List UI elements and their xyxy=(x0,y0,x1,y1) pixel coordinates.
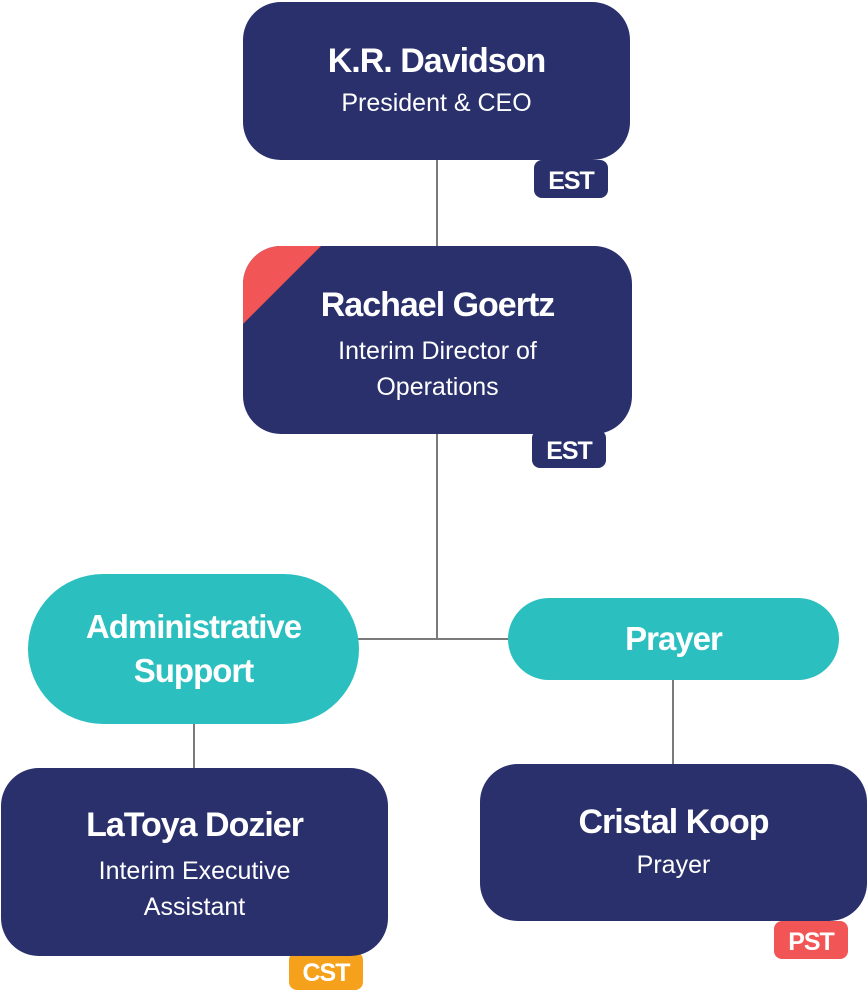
person-role-line: Operations xyxy=(376,373,499,402)
org-card-ceo[interactable]: K.R. Davidson President & CEO xyxy=(243,2,630,160)
connector-branch-horizontal xyxy=(358,638,508,640)
timezone-label: EST xyxy=(546,437,593,465)
timezone-label: CST xyxy=(302,959,351,987)
person-role: Prayer xyxy=(636,850,711,879)
org-card-prayer[interactable]: Cristal Koop Prayer xyxy=(480,764,867,921)
timezone-label: PST xyxy=(788,928,835,956)
timezone-label: EST xyxy=(548,167,595,195)
person-name: Rachael Goertz xyxy=(320,285,556,324)
timezone-badge-ops: EST xyxy=(532,430,606,468)
group-pill-administrative-support[interactable]: Administrative Support xyxy=(28,574,359,724)
person-role: Interim Director of Operations xyxy=(338,333,537,405)
connector-ceo-ops xyxy=(436,160,438,246)
person-role-line: Interim Director of xyxy=(338,337,537,366)
connector-prayer-koop xyxy=(672,680,674,764)
timezone-badge-prayer: PST xyxy=(774,921,848,959)
corner-flag xyxy=(243,246,321,324)
connector-admin-assistant xyxy=(193,724,195,768)
person-role: President & CEO xyxy=(341,89,532,118)
org-card-assistant[interactable]: LaToya Dozier Interim Executive Assistan… xyxy=(1,768,388,956)
person-role: Interim Executive Assistant xyxy=(99,853,291,925)
timezone-badge-assistant: CST xyxy=(289,952,363,990)
org-card-operations[interactable]: Rachael Goertz Interim Director of Opera… xyxy=(243,246,632,434)
group-label-line: Administrative xyxy=(85,608,302,645)
person-name: LaToya Dozier xyxy=(86,805,304,844)
group-label: Prayer xyxy=(625,620,723,657)
person-role-line: Interim Executive xyxy=(98,857,291,886)
timezone-badge-ceo: EST xyxy=(534,160,608,198)
person-name: K.R. Davidson xyxy=(327,41,546,80)
person-role-line: Assistant xyxy=(143,893,246,922)
group-pill-prayer[interactable]: Prayer xyxy=(508,598,839,680)
group-label-line: Support xyxy=(133,652,254,689)
connector-ops-branch xyxy=(436,434,438,639)
person-name: Cristal Koop xyxy=(578,803,769,842)
